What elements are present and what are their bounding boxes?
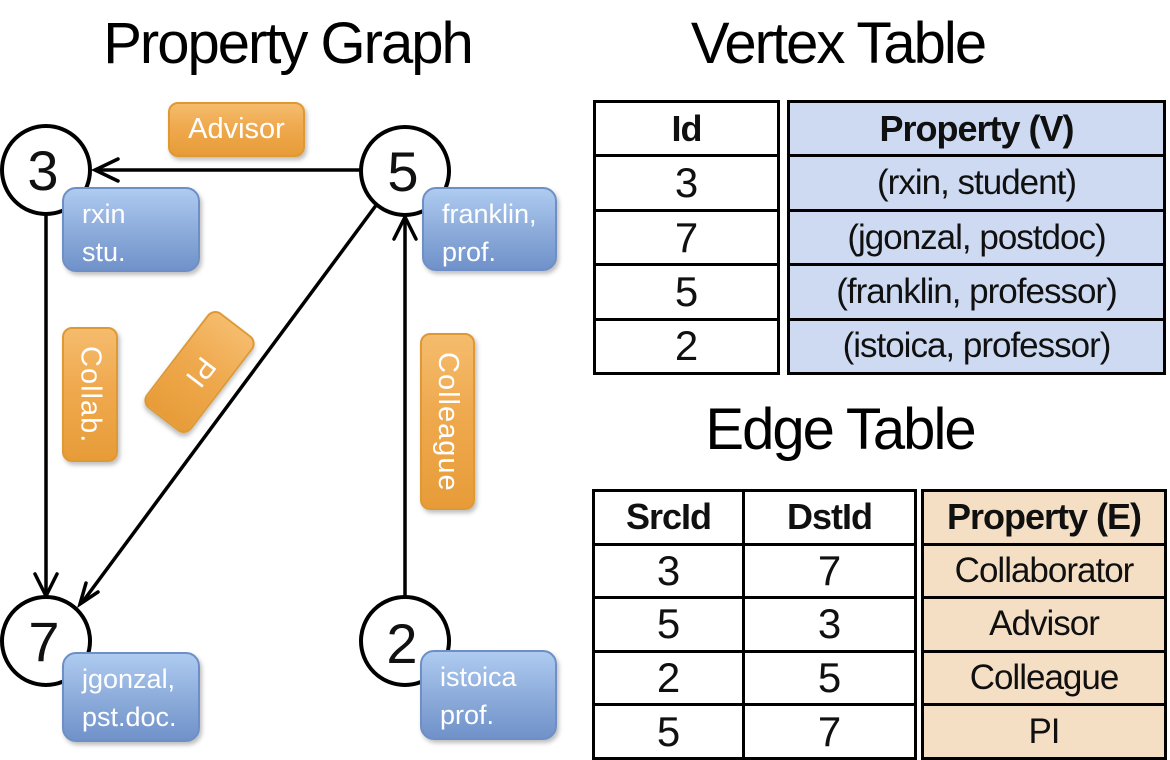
table-row: 3 <box>596 154 777 208</box>
edge-5-7 <box>82 202 379 602</box>
vertex-property-line: pst.doc. <box>82 702 177 732</box>
table-row: (franklin, professor) <box>790 263 1163 317</box>
node-label-3: 3 <box>27 138 59 202</box>
table-row: (istoica, professor) <box>790 317 1163 372</box>
table-row: 5 <box>596 263 777 317</box>
arrowhead-into-3 <box>90 157 120 183</box>
arrowhead-into-7-diagonal <box>77 581 100 609</box>
node-label-2: 2 <box>386 611 418 675</box>
edge-dst-cell: 7 <box>742 706 914 757</box>
edge-table-header-property: Property (E) <box>946 496 1142 538</box>
table-row: 2 5 <box>595 649 914 704</box>
table-row: PI <box>924 703 1164 757</box>
edge-dst-cell: 5 <box>742 652 914 704</box>
vertex-table-title: Vertex Table <box>690 11 987 76</box>
vertex-property-cell: (rxin, student) <box>877 163 1077 203</box>
graph-edges <box>33 157 418 609</box>
edge-src-cell: 5 <box>656 600 681 648</box>
table-row: 2 <box>596 317 777 372</box>
vertex-table-header-id: Id <box>671 107 703 149</box>
table-row: 3 7 <box>595 542 914 597</box>
table-row: 5 3 <box>595 596 914 650</box>
table-row: Colleague <box>924 649 1164 704</box>
vertex-table-header-row: Property (V) <box>790 103 1163 154</box>
vertex-id-cell: 5 <box>674 267 699 315</box>
node-label-7: 7 <box>28 609 60 673</box>
vertex-property-box-3: rxin stu. <box>62 187 200 272</box>
edge-src-cell: 3 <box>656 546 681 594</box>
vertex-property-line: franklin, <box>442 199 537 229</box>
table-row: 7 <box>596 208 777 263</box>
edge-label-colleague: Colleague <box>420 333 475 510</box>
edge-label-advisor: Advisor <box>168 102 305 157</box>
edge-dst-cell: 7 <box>742 545 914 597</box>
edge-table-header-row: SrcId DstId <box>595 492 914 543</box>
vertex-id-cell: 3 <box>674 159 699 207</box>
vertex-property-box-5: franklin, prof. <box>422 187 557 271</box>
edge-property-cell: Collaborator <box>954 550 1135 590</box>
edge-property-cell: PI <box>1028 711 1060 751</box>
vertex-property-line: prof. <box>440 700 495 730</box>
vertex-property-line: jgonzal, <box>82 664 176 694</box>
vertex-property-cell: (jgonzal, postdoc) <box>847 217 1106 257</box>
vertex-property-cell: (franklin, professor) <box>836 271 1117 311</box>
table-row: 5 7 <box>595 703 914 757</box>
vertex-property-cell: (istoica, professor) <box>842 326 1112 366</box>
edge-table-header-src: SrcId <box>625 496 712 538</box>
vertex-property-box-2: istoica prof. <box>420 650 557 740</box>
node-label-5: 5 <box>387 139 419 203</box>
edge-table-id-columns: SrcId DstId 3 7 5 3 2 5 5 7 <box>592 489 917 760</box>
edge-property-cell: Colleague <box>969 658 1120 698</box>
property-graph-title: Property Graph <box>103 11 474 76</box>
vertex-table-header-row: Id <box>596 103 777 154</box>
edge-property-cell: Advisor <box>989 604 1100 644</box>
vertex-property-line: istoica <box>440 662 517 692</box>
vertex-id-cell: 7 <box>674 213 699 261</box>
vertex-property-line: prof. <box>442 237 497 267</box>
table-row: (rxin, student) <box>790 154 1163 208</box>
table-row: Advisor <box>924 596 1164 650</box>
vertex-property-line: stu. <box>82 237 126 267</box>
vertex-id-cell: 2 <box>674 322 699 370</box>
edge-src-cell: 5 <box>656 707 681 755</box>
edge-table-header-dst: DstId <box>742 492 914 543</box>
edge-label-collab: Collab. <box>62 327 118 462</box>
edge-table-header-row: Property (E) <box>924 492 1164 543</box>
edge-table-title: Edge Table <box>705 397 976 462</box>
vertex-table-id-column: Id 3 7 5 2 <box>593 100 780 375</box>
vertex-table-property-column: Property (V) (rxin, student) (jgonzal, p… <box>787 100 1166 375</box>
vertex-property-box-7: jgonzal, pst.doc. <box>62 652 200 742</box>
vertex-table-header-property: Property (V) <box>879 107 1074 149</box>
edge-dst-cell: 3 <box>742 599 914 650</box>
vertex-property-line: rxin <box>82 199 126 229</box>
edge-table-property-column: Property (E) Collaborator Advisor Collea… <box>921 489 1167 760</box>
table-row: (jgonzal, postdoc) <box>790 208 1163 263</box>
table-row: Collaborator <box>924 542 1164 597</box>
edge-src-cell: 2 <box>656 654 681 702</box>
